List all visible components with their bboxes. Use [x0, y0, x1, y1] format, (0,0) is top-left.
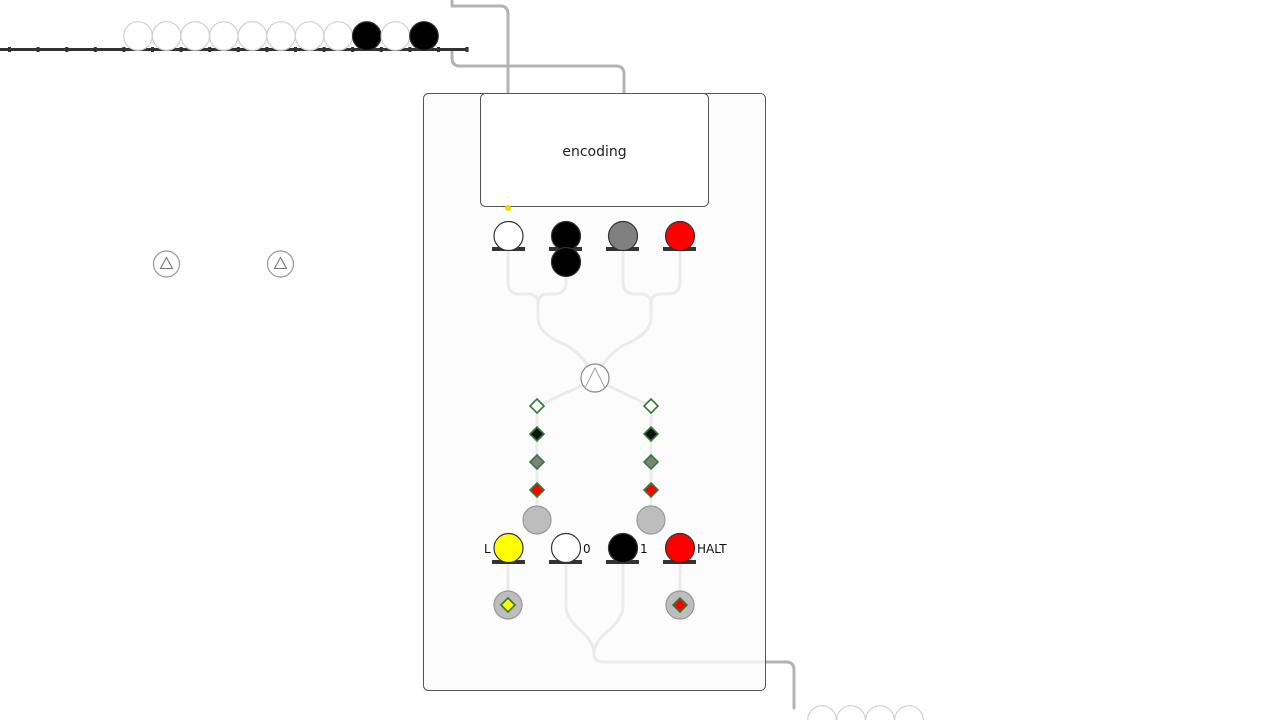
valve-red[interactable]: [528, 481, 546, 499]
tape-ball-white: [151, 21, 182, 51]
valve-column-right: [636, 397, 666, 535]
tape-ball-white: [323, 21, 354, 51]
triangle-up-icon: [159, 256, 174, 270]
label-zero: 0: [583, 542, 591, 556]
encoding-indicator-dot: [505, 205, 511, 211]
valve-gray[interactable]: [642, 453, 660, 471]
sink-left: [522, 505, 552, 535]
valve-black[interactable]: [642, 425, 660, 443]
encoding-label: encoding: [562, 144, 626, 160]
trigger-button-2[interactable]: [266, 250, 295, 278]
tape-ball-white: [865, 705, 895, 724]
pipe-top-return: [450, 48, 626, 96]
tape-ball-white: [807, 705, 837, 724]
sink-yellow: [493, 590, 523, 620]
symbol-gray-ball: [607, 220, 639, 252]
sink-red: [665, 590, 695, 620]
symbol-row-top: [492, 220, 696, 278]
tape-ball-white: [208, 21, 239, 51]
valve-gray[interactable]: [528, 453, 546, 471]
pipe-top-input: [450, 0, 510, 96]
tape-tick: [294, 47, 297, 52]
switch[interactable]: [580, 363, 610, 393]
tape-tick: [351, 47, 355, 52]
output-tape-balls: [807, 705, 924, 724]
sink-right: [636, 505, 666, 535]
write-one-ball: [607, 532, 639, 564]
input-tape-ticks: [8, 47, 469, 52]
trigger-button-1[interactable]: [152, 250, 181, 278]
symbol-black-ball-extra: [550, 246, 582, 278]
tape-tick: [322, 47, 326, 52]
tape-tick: [236, 47, 240, 52]
tape-tick: [265, 47, 269, 52]
valve-yellow[interactable]: [499, 596, 517, 614]
symbol-row-bottom: L 0 1 HALT: [484, 532, 727, 564]
label-one: 1: [640, 542, 648, 556]
valve-white[interactable]: [642, 397, 660, 415]
tape-tick: [36, 47, 40, 52]
tape-ball-white: [380, 21, 411, 51]
symbol-white-ball: [493, 220, 524, 252]
tape-tick: [93, 47, 97, 52]
state-l-ball: [493, 532, 524, 564]
valve-white[interactable]: [528, 397, 546, 415]
tape-tick: [8, 47, 11, 52]
tape-tick: [179, 47, 183, 52]
tape-ball-black: [409, 21, 439, 51]
tape-tick: [208, 47, 212, 52]
label-l: L: [484, 542, 491, 556]
tape-ball-white: [123, 21, 153, 51]
write-zero-ball: [550, 532, 582, 564]
tape-tick: [465, 47, 469, 52]
halt-ball: [664, 532, 696, 564]
tape-ball-white: [894, 705, 924, 724]
valve-black[interactable]: [528, 425, 546, 443]
tape-ball-white: [237, 21, 268, 51]
input-tape-balls: [123, 21, 439, 51]
valve-red[interactable]: [642, 481, 660, 499]
triangle-up-icon: [273, 256, 288, 270]
tape-ball-white: [266, 21, 296, 51]
tape-ball-white: [294, 21, 325, 51]
tape-tick: [408, 47, 412, 52]
valve-red[interactable]: [671, 596, 689, 614]
tape-tick: [122, 47, 126, 52]
input-tape: [0, 21, 469, 52]
tape-tick: [151, 47, 154, 52]
tape-ball-white: [180, 21, 211, 51]
encoding-box[interactable]: encoding: [480, 93, 709, 207]
symbol-red-ball: [664, 220, 696, 252]
tape-ball-white: [836, 705, 866, 724]
tape-tick: [379, 47, 383, 52]
tape-ball-black: [351, 21, 382, 51]
tape-tick: [65, 47, 69, 52]
symbol-black-ball: [550, 220, 582, 252]
valve-column-left: [522, 397, 552, 535]
tape-tick: [437, 47, 440, 52]
label-halt: HALT: [697, 542, 727, 556]
